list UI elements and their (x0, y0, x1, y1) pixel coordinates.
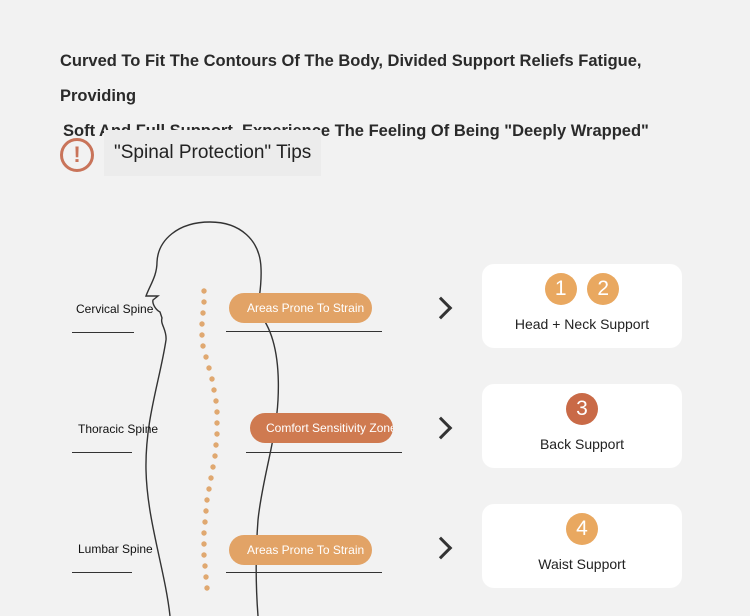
support-card-back: 3 Back Support (482, 384, 682, 468)
number-badge-4: 4 (566, 513, 598, 545)
support-caption: Waist Support (538, 556, 626, 572)
zone-pill-comfort: Comfort Sensitivity Zone (250, 413, 393, 443)
zone-line-3 (226, 572, 382, 573)
lumbar-spine-line (72, 572, 132, 573)
spine-vertebrae (199, 288, 220, 591)
exclamation-circle-icon: ! (60, 138, 94, 172)
zone-pill-strain-1: Areas Prone To Strain (229, 293, 372, 323)
number-badge-1: 1 (544, 273, 577, 305)
support-caption: Head + Neck Support (514, 316, 650, 332)
support-caption: Back Support (539, 436, 625, 452)
tips-title: "Spinal Protection" Tips (104, 130, 322, 176)
cervical-spine-line (72, 332, 134, 333)
zone-pill-strain-2: Areas Prone To Strain (229, 535, 372, 565)
lumbar-spine-label: Lumbar Spine (78, 542, 153, 556)
thoracic-spine-label: Thoracic Spine (78, 422, 159, 436)
support-card-head-neck: 1 2 Head + Neck Support (482, 264, 682, 348)
zone-line-1 (226, 331, 382, 332)
support-card-waist: 4 Waist Support (482, 504, 682, 588)
thoracic-spine-line (72, 452, 132, 453)
cervical-spine-label: Cervical Spine (76, 302, 154, 316)
number-badge-3: 3 (566, 393, 598, 425)
number-badge-2: 2 (587, 273, 620, 305)
zone-line-2 (246, 452, 402, 453)
intro-line-1: Curved To Fit The Contours Of The Body, … (60, 52, 642, 105)
